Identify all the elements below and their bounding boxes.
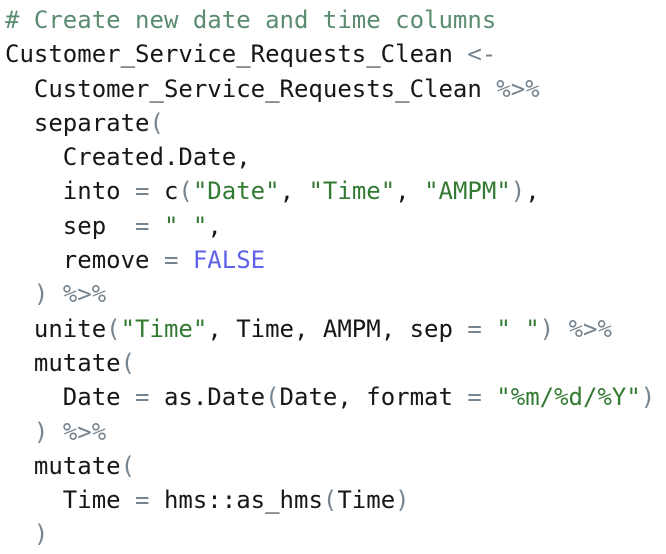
code-token-string: "Time"	[308, 177, 396, 206]
code-line: Customer_Service_Requests_Clean <-	[5, 37, 666, 71]
code-token-op: %>%	[62, 417, 107, 446]
code-token-text	[5, 418, 34, 446]
code-token-op: %>%	[496, 74, 540, 103]
code-token-op: )	[33, 280, 49, 309]
code-token-op: (	[120, 451, 136, 480]
code-token-op: =	[467, 314, 482, 343]
code-line: sep = " ",	[5, 209, 666, 243]
code-line: Customer_Service_Requests_Clean %>%	[5, 72, 666, 106]
code-line: Time = hms::as_hms(Time)	[5, 483, 666, 517]
code-token-text: Customer_Service_Requests_Clean	[5, 74, 497, 103]
code-token-op: =	[467, 383, 482, 412]
code-token-text	[5, 280, 34, 308]
code-line: ) %>%	[5, 415, 666, 449]
code-token-string: " "	[163, 211, 208, 240]
code-token-op: =	[135, 177, 150, 206]
code-token-op: )	[33, 417, 49, 446]
code-token-string: "Time"	[120, 314, 208, 343]
code-token-text	[48, 280, 62, 308]
code-token-text: Time	[337, 486, 396, 515]
code-token-op: %>%	[62, 280, 107, 309]
code-token-text: Customer_Service_Requests_Clean	[5, 40, 468, 69]
code-token-text: sep	[5, 211, 136, 240]
code-token-op: =	[163, 246, 179, 275]
code-token-text	[5, 520, 34, 548]
code-line: unite("Time", Time, AMPM, sep = " ") %>%	[5, 312, 666, 346]
code-token-op: (	[322, 486, 338, 515]
code-token-op: =	[135, 211, 150, 240]
code-token-text: Time	[5, 486, 136, 515]
code-token-text	[150, 212, 164, 240]
code-line: Date = as.Date(Date, format = "%m/%d/%Y"…	[5, 380, 666, 414]
code-line: remove = FALSE	[5, 243, 666, 277]
code-token-op: )	[539, 314, 555, 343]
code-token-text	[482, 315, 496, 343]
code-token-string: "Date"	[192, 177, 280, 206]
code-token-op: (	[178, 177, 193, 206]
code-token-const: FALSE	[192, 246, 266, 275]
code-token-comment: # Create new date and time columns	[5, 6, 497, 34]
code-token-op: (	[149, 108, 164, 137]
code-token-op: )	[395, 486, 410, 515]
code-token-op: =	[135, 486, 150, 515]
code-line: Created.Date,	[5, 140, 666, 174]
code-line: )	[5, 517, 666, 551]
code-token-text: Date, format	[279, 383, 468, 412]
code-token-string: "AMPM"	[424, 177, 511, 206]
code-token-text: as.Date	[149, 383, 266, 412]
code-token-text	[554, 315, 568, 343]
code-token-text: mutate	[5, 451, 121, 480]
code-token-op: )	[33, 520, 49, 549]
code-line: ) %>%	[5, 277, 666, 311]
code-token-text: ,	[525, 177, 540, 206]
code-token-op: (	[265, 383, 280, 412]
code-token-text: mutate	[5, 348, 121, 377]
code-token-text: separate	[5, 108, 150, 137]
code-token-op: <-	[467, 40, 497, 69]
code-line: # Create new date and time columns	[5, 3, 666, 37]
code-token-op: (	[120, 348, 136, 377]
code-token-op: )	[510, 177, 526, 206]
code-line: separate(	[5, 106, 666, 140]
code-line: mutate(	[5, 346, 666, 380]
code-token-op: )	[640, 383, 656, 412]
code-token-text	[48, 418, 62, 446]
code-token-text: remove	[5, 246, 164, 275]
code-token-op: =	[135, 383, 150, 412]
code-line: mutate(	[5, 449, 666, 483]
code-token-text: , Time, AMPM, sep	[207, 314, 468, 343]
code-token-text	[178, 246, 192, 274]
code-token-text: Created.Date,	[5, 143, 251, 172]
code-token-text: ,	[279, 177, 309, 206]
code-token-text: ,	[395, 177, 425, 206]
code-token-op: (	[106, 314, 121, 343]
code-token-string: " "	[496, 314, 540, 343]
code-token-text: Date	[5, 383, 136, 412]
code-token-text: hms::as_hms	[149, 486, 323, 515]
code-token-text: into	[5, 177, 136, 206]
code-line: into = c("Date", "Time", "AMPM"),	[5, 174, 666, 208]
code-token-string: "%m/%d/%Y"	[496, 383, 641, 412]
code-token-text: ,	[207, 211, 222, 240]
code-token-text: c	[149, 177, 179, 206]
code-token-op: %>%	[568, 314, 612, 343]
code-token-text	[482, 383, 496, 411]
code-token-text: unite	[5, 314, 107, 343]
